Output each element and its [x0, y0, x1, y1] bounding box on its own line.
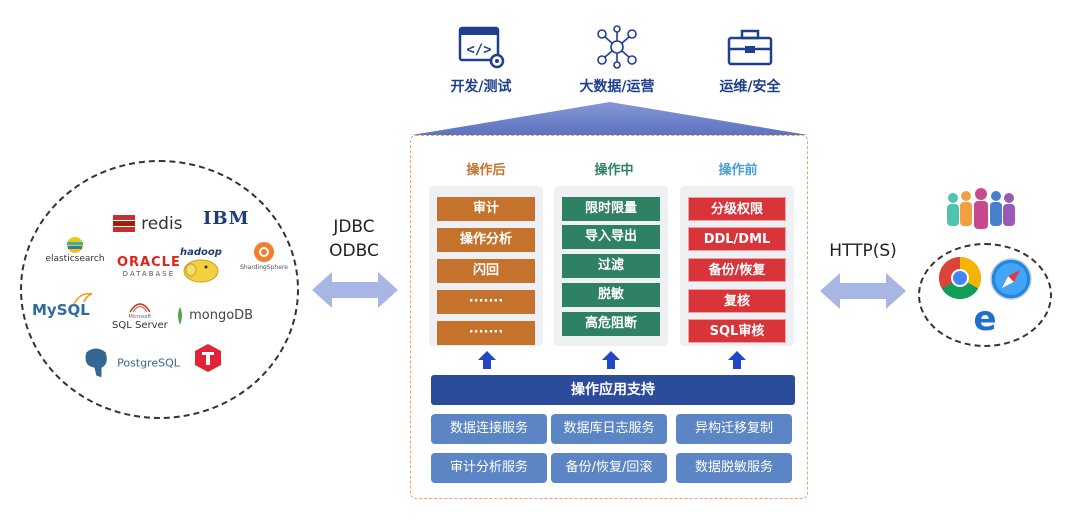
service-audit-analysis: 审计分析服务	[431, 453, 547, 483]
edge-icon: e	[973, 302, 996, 336]
code-window-icon: </>	[458, 26, 505, 69]
right-double-arrow	[820, 273, 906, 309]
network-people-icon	[597, 25, 637, 69]
cell-time-quota: 限时限量	[562, 197, 660, 221]
chrome-icon	[938, 257, 982, 300]
cell-flashback: 闪回	[437, 259, 535, 283]
redis-icon	[113, 215, 135, 232]
redis-logo: redis	[112, 213, 183, 235]
sqlserver-logo: Microsoft SQL Server	[112, 296, 168, 331]
svg-text:e: e	[973, 302, 996, 336]
cell-masking: 脱敏	[562, 283, 660, 307]
safari-icon	[990, 258, 1032, 300]
mongodb-leaf-icon	[178, 306, 182, 325]
service-data-masking: 数据脱敏服务	[676, 453, 792, 483]
roof-triangle	[412, 102, 808, 135]
cell-audit: 审计	[437, 197, 535, 221]
cell-ddl-dml: DDL/DML	[688, 227, 786, 251]
postgresql-elephant-icon	[84, 347, 108, 379]
panel-before: 分级权限 DDL/DML 备份/恢复 复核 SQL审核	[680, 186, 794, 346]
database-circle	[20, 160, 299, 419]
client-circle	[918, 243, 1052, 347]
cell-high-risk-block: 高危阻断	[562, 312, 660, 336]
elasticsearch-logo: elasticsearch	[40, 236, 110, 264]
role-dev-test-label: 开发/测试	[450, 79, 512, 95]
tidb-icon	[195, 344, 221, 372]
mongodb-logo: mongoDB	[176, 305, 253, 325]
cell-filter: 过滤	[562, 254, 660, 278]
service-data-connection: 数据连接服务	[431, 414, 547, 444]
column-header-before: 操作前	[718, 163, 758, 178]
cell-backup-restore: 备份/恢复	[688, 258, 786, 282]
role-ops-security: 运维/安全	[690, 24, 810, 96]
people-group-icon	[947, 188, 1015, 229]
mysql-logo: MySQL	[32, 292, 93, 319]
panel-during: 限时限量 导入导出 过滤 脱敏 高危阻断	[554, 186, 668, 346]
svg-text:</>: </>	[466, 42, 491, 58]
left-connector-label: JDBC ODBC	[329, 217, 379, 261]
cell-sql-review: SQL审核	[688, 319, 786, 343]
role-ops-security-label: 运维/安全	[719, 79, 781, 95]
right-connector-label: HTTP(S)	[829, 241, 897, 261]
cell-tiered-permission: 分级权限	[688, 197, 786, 221]
hadoop-logo: hadoop	[180, 247, 222, 288]
main-frame	[410, 135, 808, 499]
role-bigdata-ops-label: 大数据/运营	[579, 79, 655, 95]
mysql-dolphin-icon	[73, 292, 93, 305]
sqlserver-icon	[129, 303, 151, 313]
service-heterogeneous-migration: 异构迁移复制	[676, 414, 792, 444]
cell-review: 复核	[688, 289, 786, 313]
hadoop-elephant-icon	[183, 259, 219, 283]
cell-more-2: ·······	[437, 321, 535, 345]
cell-more-1: ·······	[437, 290, 535, 314]
service-backup-rollback: 备份/恢复/回滚	[551, 453, 667, 483]
up-arrow-icon	[728, 351, 746, 369]
column-header-after: 操作后	[466, 163, 506, 178]
operation-support-bar: 操作应用支持	[431, 375, 795, 405]
left-double-arrow	[312, 272, 398, 308]
service-db-log: 数据库日志服务	[551, 414, 667, 444]
panel-after: 审计 操作分析 闪回 ······· ·······	[429, 186, 543, 346]
up-arrow-icon	[602, 351, 620, 369]
shardingsphere-icon	[254, 242, 274, 262]
cell-operation-analysis: 操作分析	[437, 228, 535, 252]
column-header-during: 操作中	[594, 163, 634, 178]
cell-import-export: 导入导出	[562, 225, 660, 249]
up-arrow-icon	[478, 351, 496, 369]
toolbox-icon	[727, 29, 773, 66]
oracle-logo: ORACLE DATABASE	[117, 255, 181, 278]
ibm-logo: IBM	[203, 208, 250, 229]
role-dev-test: </> 开发/测试	[421, 24, 541, 96]
postgresql-logo: PostgreSQL	[80, 346, 180, 380]
shardingsphere-logo: ShardingSphere	[238, 240, 290, 271]
role-bigdata-ops: 大数据/运营	[557, 24, 677, 96]
elasticsearch-icon	[67, 237, 83, 253]
